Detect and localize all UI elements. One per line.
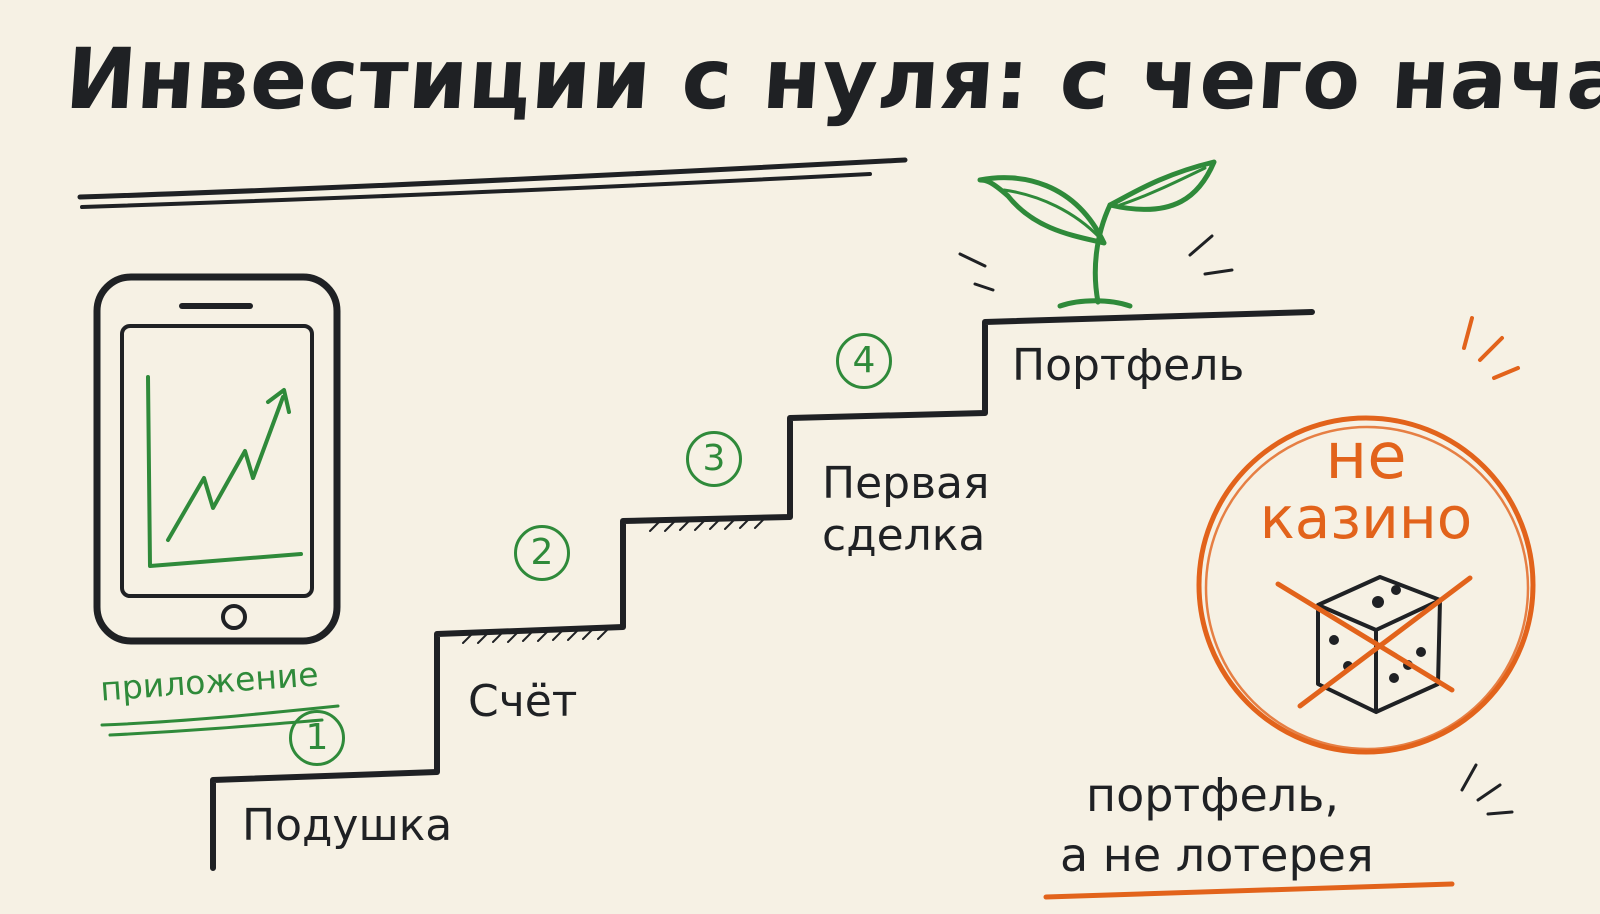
staircase <box>210 309 1315 871</box>
step-number-3: 3 <box>686 431 742 487</box>
step-label-2: Счёт <box>468 676 578 727</box>
sprout-icon <box>977 159 1217 309</box>
step-label-1: Подушка <box>242 800 453 851</box>
note-line-1: портфель, <box>1086 768 1339 822</box>
stamp-sparkles <box>1462 316 1520 380</box>
sprout-sparkles <box>958 234 1234 292</box>
stair-hatching <box>462 518 765 644</box>
stamp-circle <box>1196 415 1536 755</box>
growth-chart-icon <box>146 375 303 568</box>
page-title: Инвестиции с нуля: с чего начать <box>62 30 1600 128</box>
note-sparkles <box>1460 763 1514 816</box>
stamp-line-1: не <box>1325 420 1407 494</box>
step-number-1: 1 <box>289 710 345 766</box>
note-underline <box>1043 881 1455 900</box>
title-underline <box>77 157 908 209</box>
step-label-3: Первая сделка <box>822 458 990 561</box>
stamp-line-2: казино <box>1259 484 1473 552</box>
step-number-4: 4 <box>836 333 892 389</box>
note-line-2: а не лотерея <box>1060 828 1374 882</box>
smartphone-icon <box>93 273 341 645</box>
cross-out-icon <box>1275 575 1473 709</box>
step-label-4: Портфель <box>1012 340 1245 391</box>
step-number-2: 2 <box>514 525 570 581</box>
